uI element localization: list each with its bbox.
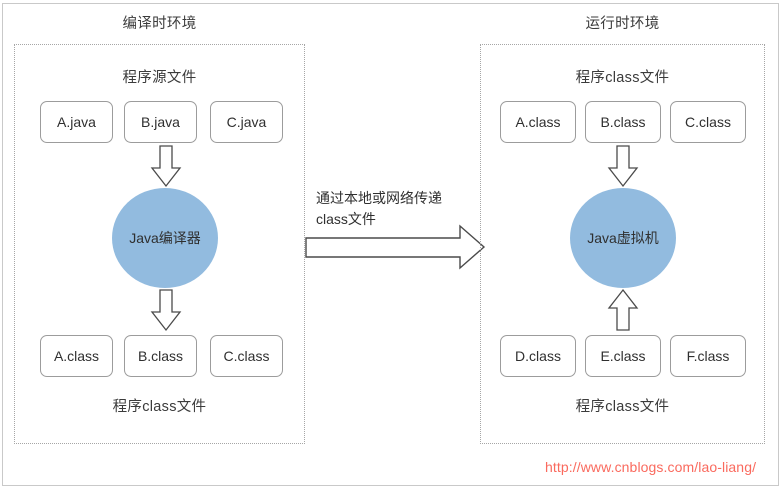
- transfer-label-line1: 通过本地或网络传递: [316, 190, 442, 206]
- file-box-a-java[interactable]: A.java: [40, 101, 113, 143]
- file-box-a-class-runtime[interactable]: A.class: [500, 101, 576, 143]
- source-url-link[interactable]: http://www.cnblogs.com/lao-liang/: [545, 459, 757, 475]
- arrow-right-transfer-icon: [305, 224, 486, 270]
- runtime-env-region: [480, 44, 765, 444]
- arrow-down-to-jvm-icon: [607, 145, 639, 188]
- runtime-class-files-top-label: 程序class文件: [575, 70, 670, 86]
- java-compiler-node[interactable]: Java编译器: [112, 188, 218, 288]
- compile-class-files-label: 程序class文件: [112, 399, 207, 415]
- file-box-b-class-compile[interactable]: B.class: [124, 335, 197, 377]
- file-box-c-class-compile[interactable]: C.class: [210, 335, 283, 377]
- file-box-c-java[interactable]: C.java: [210, 101, 283, 143]
- arrow-down-to-compiler-icon: [150, 145, 182, 188]
- compile-env-region: [14, 44, 305, 444]
- transfer-label: 通过本地或网络传递 class文件: [316, 188, 442, 230]
- runtime-class-files-bottom-label: 程序class文件: [575, 399, 670, 415]
- file-box-f-class-runtime[interactable]: F.class: [670, 335, 746, 377]
- file-box-b-java[interactable]: B.java: [124, 101, 197, 143]
- runtime-env-title: 运行时环境: [585, 16, 660, 32]
- arrow-up-to-jvm-icon: [607, 288, 639, 331]
- arrow-down-to-class-files-icon: [150, 289, 182, 332]
- file-box-d-class-runtime[interactable]: D.class: [500, 335, 576, 377]
- file-box-e-class-runtime[interactable]: E.class: [585, 335, 661, 377]
- java-virtual-machine-node[interactable]: Java虚拟机: [570, 188, 676, 288]
- compile-env-title: 编译时环境: [122, 16, 197, 32]
- file-box-a-class-compile[interactable]: A.class: [40, 335, 113, 377]
- transfer-label-line2: class文件: [316, 211, 376, 227]
- compile-source-files-label: 程序源文件: [122, 70, 197, 86]
- file-box-c-class-runtime[interactable]: C.class: [670, 101, 746, 143]
- file-box-b-class-runtime[interactable]: B.class: [585, 101, 661, 143]
